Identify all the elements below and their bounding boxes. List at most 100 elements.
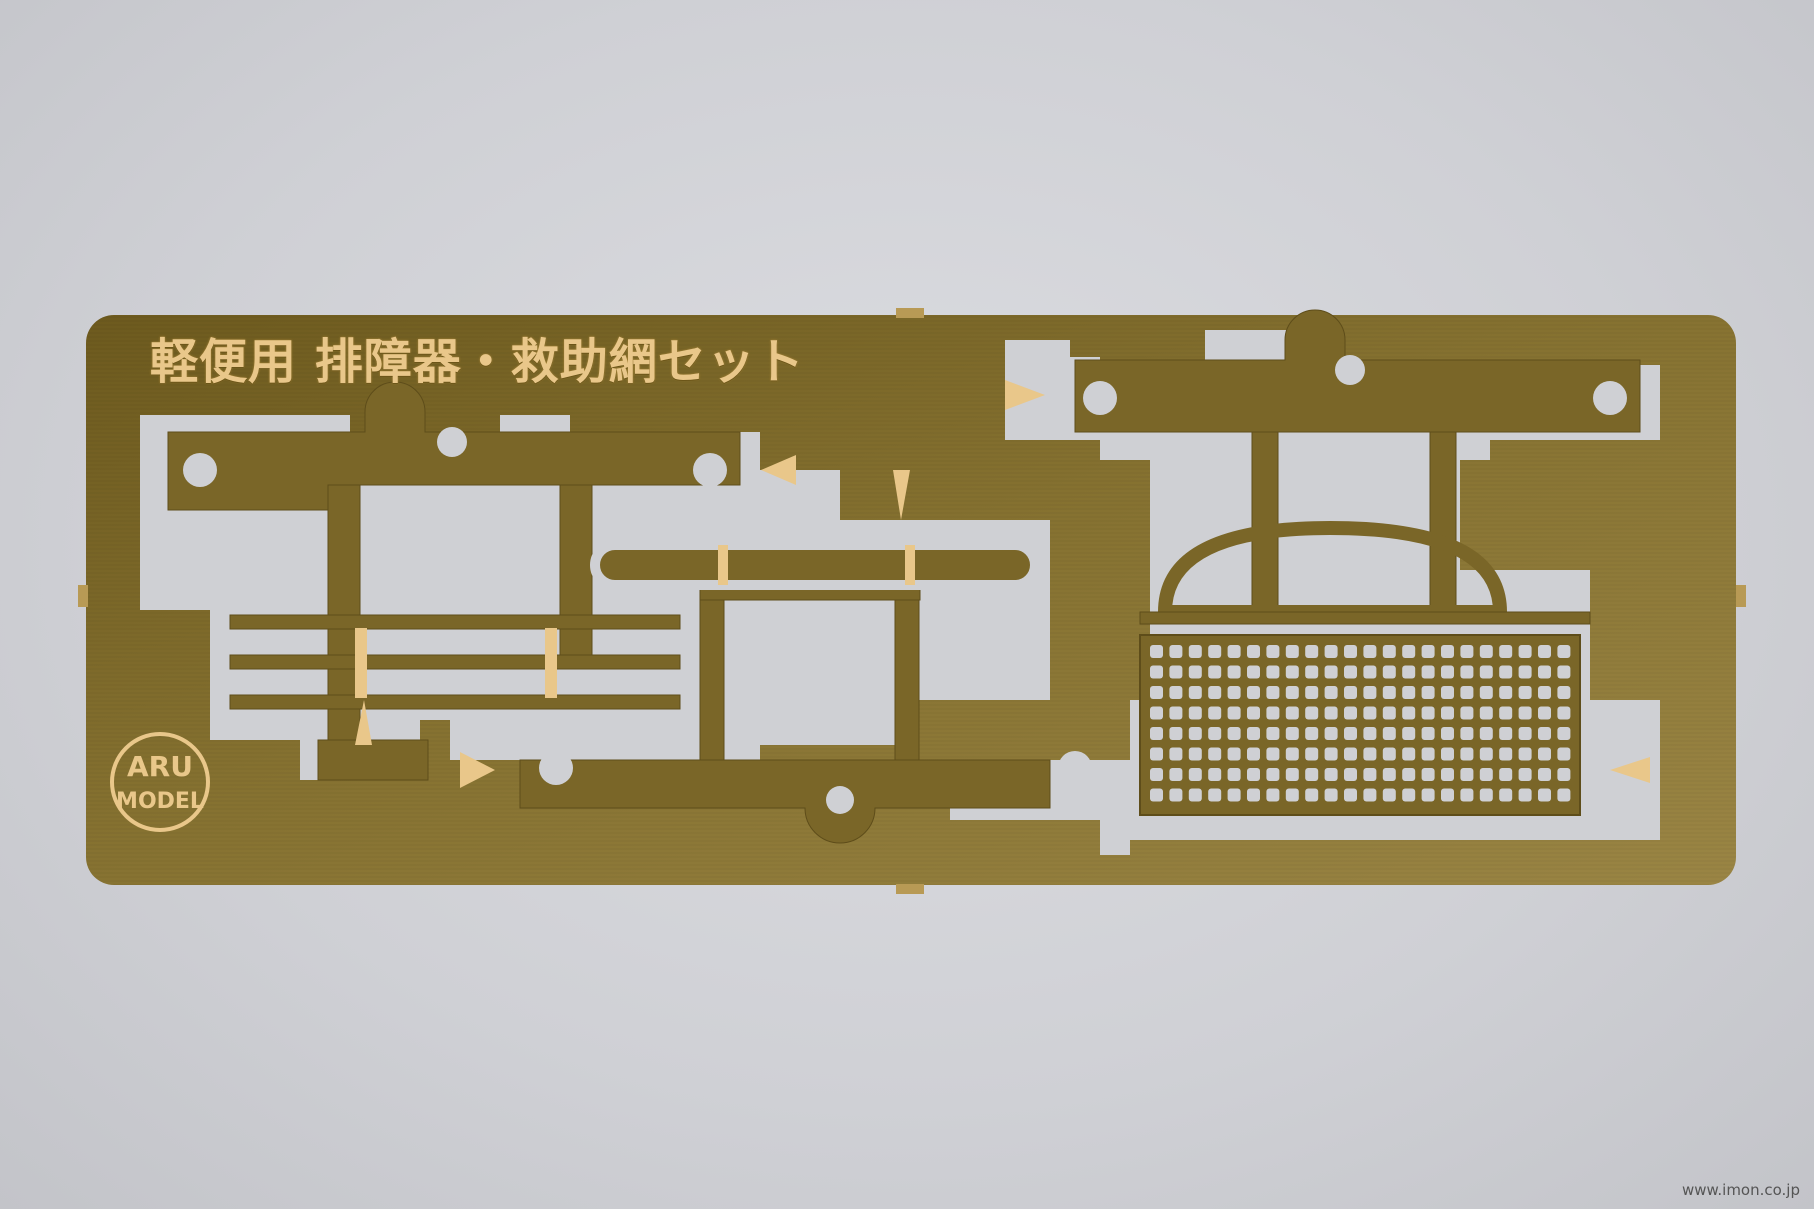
mesh-hole (1460, 645, 1474, 658)
mesh-hole (1382, 706, 1396, 720)
mesh-hole (1363, 788, 1377, 802)
mesh-hole (1227, 686, 1241, 699)
mesh-hole (1324, 768, 1338, 781)
mesh-hole (1285, 665, 1299, 679)
left-deflector-part (167, 381, 1051, 844)
mesh-hole (1188, 665, 1202, 679)
mesh-hole (1344, 665, 1357, 679)
attachment-gates (355, 380, 1650, 788)
mesh-hole (1208, 768, 1222, 781)
mesh-hole (1227, 706, 1241, 720)
mesh-hole (1538, 747, 1551, 761)
mesh-hole (1402, 645, 1416, 658)
mesh-hole (1208, 727, 1222, 740)
mesh-hole (1557, 645, 1571, 658)
mesh-hole (1169, 747, 1183, 761)
mesh-hole (1208, 706, 1222, 720)
right-mount-holes (1083, 355, 1627, 415)
mesh-hole (1208, 645, 1222, 658)
mesh-hole (1324, 788, 1338, 802)
mesh-hole (1344, 788, 1357, 802)
mesh-hole (1188, 686, 1202, 699)
mesh-hole (1499, 747, 1513, 761)
watermark: www.imon.co.jp (1681, 1181, 1800, 1199)
mesh-hole (1363, 665, 1377, 679)
logo-line1: ARU (127, 750, 193, 783)
mesh-hole (1305, 727, 1319, 740)
mesh-hole (1363, 645, 1377, 658)
mesh-hole (1344, 645, 1357, 658)
mesh-hole (1324, 686, 1338, 699)
mesh-hole (1479, 706, 1493, 720)
mesh-hole (1266, 686, 1280, 699)
mesh-hole (1499, 665, 1513, 679)
mesh-hole (1402, 706, 1416, 720)
mesh-hole (1208, 747, 1222, 761)
mesh-hole (1247, 665, 1260, 679)
mesh-hole (1227, 768, 1241, 781)
mesh-hole (1227, 788, 1241, 802)
mesh-hole (1363, 747, 1377, 761)
mesh-hole (1441, 747, 1454, 761)
mesh-hole (1324, 747, 1338, 761)
mesh-hole (1460, 747, 1474, 761)
mesh-hole (1305, 788, 1319, 802)
mesh-hole (1441, 727, 1454, 740)
mesh-hole (1285, 747, 1299, 761)
mesh-hole (1285, 706, 1299, 720)
mesh-hole (1421, 665, 1435, 679)
mesh-hole (1227, 747, 1241, 761)
mesh-hole (1208, 686, 1222, 699)
mesh-hole (1518, 747, 1532, 761)
rescue-net-mesh (1139, 634, 1581, 816)
mesh-hole (1227, 645, 1241, 658)
mesh-hole (1305, 706, 1319, 720)
mesh-hole (1421, 768, 1435, 781)
mesh-hole (1557, 686, 1571, 699)
mesh-hole (1421, 645, 1435, 658)
aru-model-logo: ARU MODEL (110, 732, 210, 832)
mesh-hole (1188, 706, 1202, 720)
mesh-hole (1169, 706, 1183, 720)
mesh-hole (1402, 768, 1416, 781)
mesh-hole (1150, 788, 1163, 802)
mesh-hole (1538, 788, 1551, 802)
mesh-hole (1324, 706, 1338, 720)
mesh-hole (1169, 686, 1183, 699)
logo-line2: MODEL (116, 789, 204, 814)
mesh-hole (1441, 645, 1454, 658)
mesh-hole (1150, 645, 1163, 658)
mesh-hole (1266, 727, 1280, 740)
mesh-hole (1266, 665, 1280, 679)
mesh-hole (1150, 706, 1163, 720)
mesh-hole (1305, 665, 1319, 679)
mesh-hole (1344, 686, 1357, 699)
mesh-hole (1150, 665, 1163, 679)
mesh-hole (1479, 686, 1493, 699)
mesh-hole (1479, 768, 1493, 781)
mesh-hole (1363, 727, 1377, 740)
mesh-hole (1557, 788, 1571, 802)
mesh-hole (1382, 645, 1396, 658)
mesh-hole (1499, 768, 1513, 781)
mesh-hole (1538, 686, 1551, 699)
mesh-hole (1344, 727, 1357, 740)
mesh-hole (1402, 665, 1416, 679)
mesh-hole (1266, 788, 1280, 802)
mesh-hole (1518, 727, 1532, 740)
mesh-hole (1382, 768, 1396, 781)
left-mount-holes (183, 427, 1092, 814)
mesh-hole (1247, 788, 1260, 802)
mesh-hole (1169, 768, 1183, 781)
mesh-hole (1441, 768, 1454, 781)
mesh-hole (1382, 788, 1396, 802)
mesh-hole (1247, 645, 1260, 658)
mesh-hole (1557, 665, 1571, 679)
mesh-hole (1247, 727, 1260, 740)
mesh-hole (1479, 665, 1493, 679)
mesh-hole (1460, 788, 1474, 802)
mesh-hole (1344, 747, 1357, 761)
mesh-hole (1499, 727, 1513, 740)
mesh-hole (1557, 747, 1571, 761)
